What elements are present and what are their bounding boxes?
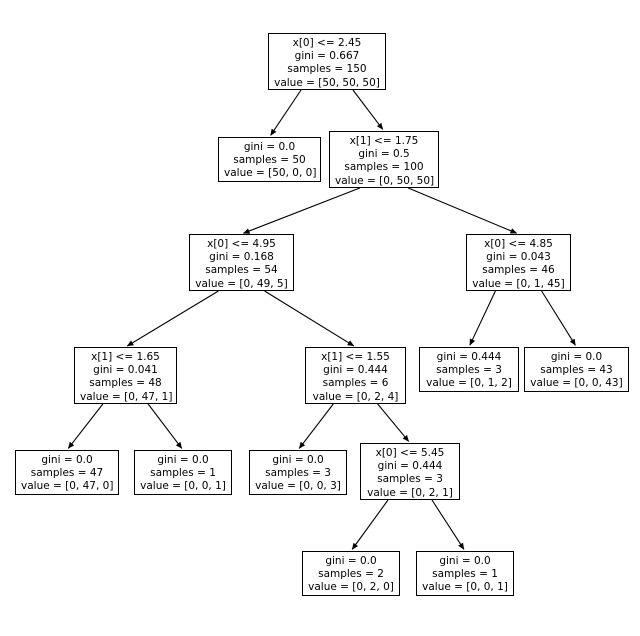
node-samples: samples = 48 (89, 377, 162, 390)
node-gini: gini = 0.0 (157, 454, 209, 466)
node-value: value = [0, 0, 1] (422, 581, 508, 594)
tree-edge (377, 403, 410, 442)
tree-edge (147, 403, 183, 449)
node-condition: x[0] <= 4.95 (207, 238, 276, 250)
node-value: value = [0, 1, 45] (472, 277, 565, 290)
node-samples: samples = 1 (432, 568, 498, 581)
node-samples: samples = 47 (30, 467, 104, 480)
node-value: value = [50, 0, 0] (224, 167, 317, 180)
node-value: value = [0, 0, 43] (530, 377, 623, 390)
tree-edge (264, 290, 355, 347)
node-value: value = [0, 0, 3] (255, 480, 341, 493)
tree-edge (351, 499, 389, 550)
node-gini: gini = 0.041 (93, 364, 158, 377)
node-gini: gini = 0.0 (272, 454, 324, 466)
tree-edge (407, 187, 518, 234)
node-value: value = [0, 2, 4] (312, 390, 399, 403)
node-value: value = [0, 2, 0] (308, 581, 394, 594)
node-gini: gini = 0.0 (439, 555, 491, 567)
node-value: value = [0, 2, 1] (367, 486, 453, 499)
node-gini: gini = 0.444 (323, 364, 388, 377)
node-samples: samples = 150 (287, 63, 367, 76)
node-gini: gini = 0.5 (358, 148, 410, 161)
node-samples: samples = 3 (377, 473, 443, 486)
node-samples: samples = 6 (322, 377, 389, 390)
tree-edge (242, 187, 360, 234)
node-condition: x[1] <= 1.65 (91, 351, 160, 363)
node-gini: gini = 0.0 (243, 141, 296, 153)
node-gini: gini = 0.168 (209, 251, 274, 264)
tree-edge (541, 290, 576, 346)
node-condition: x[1] <= 1.75 (349, 135, 419, 147)
node-gini: gini = 0.667 (294, 50, 360, 63)
tree-edge (67, 403, 104, 449)
node-value: value = [0, 47, 0] (21, 480, 114, 493)
node-samples: samples = 3 (265, 467, 331, 480)
node-samples: samples = 2 (318, 568, 384, 581)
node-samples: samples = 54 (205, 264, 278, 277)
node-gini: gini = 0.444 (377, 460, 443, 473)
tree-edge (298, 403, 334, 449)
node-samples: samples = 100 (344, 161, 424, 174)
node-samples: samples = 1 (150, 467, 216, 480)
node-condition: x[1] <= 1.55 (321, 351, 390, 363)
node-condition: x[0] <= 5.45 (375, 447, 445, 459)
node-samples: samples = 50 (233, 154, 306, 167)
node-samples: samples = 43 (540, 364, 613, 377)
tree-edge (352, 89, 384, 130)
node-gini: gini = 0.444 (436, 351, 502, 363)
node-gini: gini = 0.0 (550, 351, 603, 363)
tree-edge (431, 499, 465, 550)
node-gini: gini = 0.0 (325, 555, 377, 567)
node-value: value = [0, 50, 50] (335, 174, 435, 187)
node-value: value = [0, 49, 5] (195, 277, 288, 290)
node-gini: gini = 0.043 (486, 251, 551, 264)
node-value: value = [0, 47, 1] (80, 390, 173, 403)
node-condition: x[0] <= 2.45 (292, 37, 362, 49)
node-samples: samples = 3 (436, 364, 502, 377)
tree-edge (469, 290, 496, 346)
node-value: value = [0, 0, 1] (140, 480, 226, 493)
node-gini: gini = 0.0 (41, 454, 93, 466)
node-value: value = [0, 1, 2] (426, 377, 512, 390)
tree-edge (126, 290, 219, 347)
node-value: value = [50, 50, 50] (274, 76, 380, 89)
node-condition: x[0] <= 4.85 (484, 238, 553, 250)
node-samples: samples = 46 (482, 264, 555, 277)
tree-edge (270, 89, 302, 136)
